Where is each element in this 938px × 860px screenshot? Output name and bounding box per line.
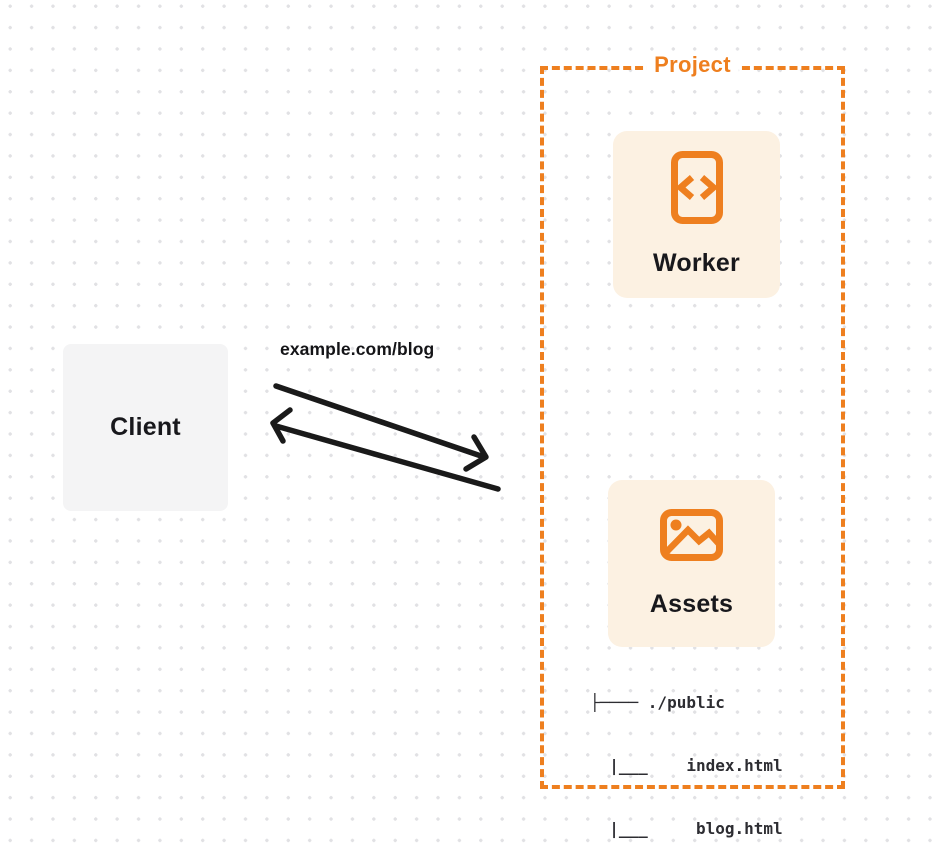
file-tree-line: |___ index.html: [590, 756, 783, 775]
client-box: Client: [63, 344, 228, 511]
assets-card: Assets: [608, 480, 775, 647]
request-arrow-shaft: [273, 383, 487, 460]
image-icon: [660, 508, 723, 561]
worker-label: Worker: [653, 249, 740, 277]
project-label: Project: [646, 52, 739, 78]
client-label: Client: [110, 413, 181, 441]
project-boundary: Project Worker Assets: [540, 52, 845, 838]
file-tree-line: |___ blog.html: [590, 819, 783, 838]
file-tree-line: ├──── ./public: [590, 693, 725, 712]
request-arrowhead-icon: [463, 434, 489, 472]
request-url-label: example.com/blog: [280, 339, 435, 359]
response-arrowhead-icon: [270, 407, 293, 444]
code-brackets-icon: [670, 151, 723, 224]
assets-file-tree: ├──── ./public |___ index.html |___ blog…: [590, 650, 783, 860]
assets-label: Assets: [649, 589, 734, 618]
worker-card: Worker: [613, 131, 780, 298]
response-arrow-shaft: [273, 423, 501, 492]
